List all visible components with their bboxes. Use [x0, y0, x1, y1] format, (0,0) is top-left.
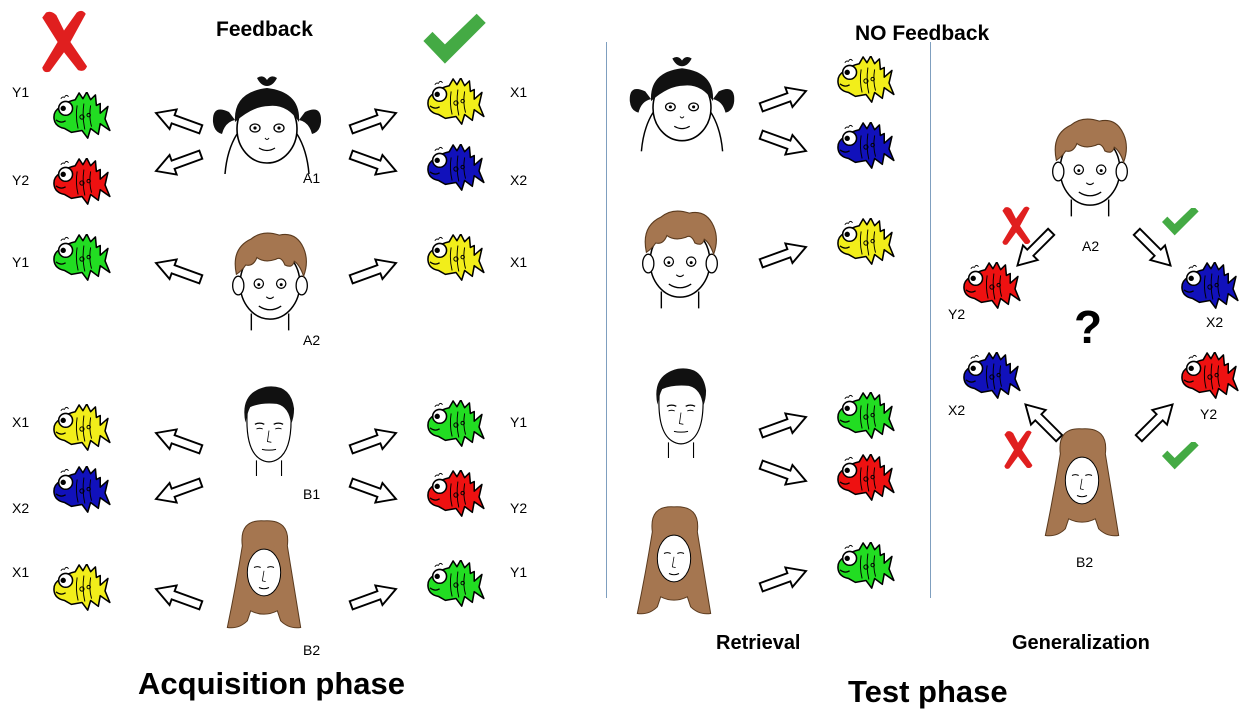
arrow-icon — [756, 123, 811, 162]
test-phase-label: Test phase — [848, 674, 1008, 709]
fish-label: X1 — [510, 254, 528, 270]
fish-label: Y2 — [510, 500, 528, 516]
fish-icon-green — [837, 542, 895, 589]
arrow-icon — [151, 422, 206, 461]
arrow-icon — [151, 252, 206, 291]
arrow-icon — [1130, 396, 1181, 447]
face-a2-boy — [1051, 118, 1129, 218]
fish-label: Y2 — [948, 306, 966, 322]
fish-icon-yellow — [53, 404, 111, 451]
fish-label: X1 — [12, 414, 30, 430]
arrow-icon — [756, 453, 811, 492]
fish-label: X2 — [510, 172, 528, 188]
fish-label: X2 — [948, 402, 966, 418]
arrow-icon — [1128, 223, 1179, 274]
check-icon — [423, 13, 486, 64]
arrow-icon — [756, 80, 811, 119]
fish-label: X2 — [1206, 314, 1224, 330]
face-b2-woman — [226, 520, 302, 629]
arrow-icon — [1009, 223, 1060, 274]
fish-label: X1 — [510, 84, 528, 100]
fish-label: Y1 — [510, 414, 528, 430]
face-a2-boy — [231, 232, 309, 332]
face-label-b1: B1 — [303, 486, 321, 502]
fish-label: X2 — [12, 500, 30, 516]
fish-icon-blue — [963, 352, 1021, 399]
check-icon — [1162, 442, 1199, 470]
face-label-a2: A2 — [303, 332, 321, 348]
fish-label: Y2 — [12, 172, 30, 188]
question-mark: ? — [1074, 301, 1103, 353]
face-label-b2: B2 — [1076, 554, 1094, 570]
face-a2-boy — [641, 210, 719, 310]
divider-left — [606, 42, 607, 598]
arrow-icon — [346, 422, 401, 461]
arrow-icon — [151, 102, 206, 141]
arrow-icon — [151, 471, 206, 510]
fish-label: Y1 — [510, 564, 528, 580]
feedback-heading: Feedback — [216, 18, 313, 41]
cross-icon — [42, 10, 88, 73]
fish-icon-yellow — [427, 234, 485, 281]
fish-label: Y1 — [12, 84, 30, 100]
fish-label: Y1 — [12, 254, 30, 270]
fish-icon-red — [53, 158, 111, 205]
fish-icon-red — [1181, 352, 1239, 399]
arrow-icon — [346, 102, 401, 141]
arrow-icon — [346, 252, 401, 291]
fish-icon-blue — [1181, 262, 1239, 309]
generalization-label: Generalization — [1012, 632, 1150, 654]
acquisition-phase-label: Acquisition phase — [138, 666, 405, 701]
retrieval-label: Retrieval — [716, 632, 801, 654]
cross-icon — [1004, 430, 1033, 469]
face-label-a1: A1 — [303, 170, 321, 186]
no-feedback-heading: NO Feedback — [855, 22, 990, 45]
fish-icon-yellow — [53, 564, 111, 611]
arrow-icon — [756, 406, 811, 445]
face-b1-man — [655, 367, 707, 459]
face-a1-girl — [628, 56, 736, 153]
fish-icon-green — [53, 234, 111, 281]
fish-icon-red — [427, 470, 485, 517]
face-b2-woman — [1044, 428, 1120, 537]
fish-icon-green — [427, 560, 485, 607]
fish-icon-yellow — [837, 56, 895, 103]
arrow-icon — [346, 471, 401, 510]
face-b2-woman — [636, 506, 712, 615]
fish-icon-red — [963, 262, 1021, 309]
arrow-icon — [151, 578, 206, 617]
fish-icon-yellow — [427, 78, 485, 125]
face-label-b2: B2 — [303, 642, 321, 658]
divider-right — [930, 42, 931, 598]
fish-icon-green — [427, 400, 485, 447]
arrow-icon — [151, 143, 206, 182]
fish-icon-blue — [837, 122, 895, 169]
fish-icon-blue — [427, 144, 485, 191]
face-a1-girl — [212, 75, 322, 175]
fish-icon-green — [53, 92, 111, 139]
arrow-icon — [346, 578, 401, 617]
fish-icon-green — [837, 392, 895, 439]
check-icon — [1162, 208, 1199, 236]
arrow-icon — [346, 143, 401, 182]
arrow-icon — [756, 560, 811, 599]
fish-icon-blue — [53, 466, 111, 513]
fish-label: Y2 — [1200, 406, 1218, 422]
face-b1-man — [243, 385, 295, 477]
face-label-a2: A2 — [1082, 238, 1100, 254]
fish-icon-red — [837, 454, 895, 501]
fish-icon-yellow — [837, 218, 895, 265]
fish-label: X1 — [12, 564, 30, 580]
arrow-icon — [756, 236, 811, 275]
